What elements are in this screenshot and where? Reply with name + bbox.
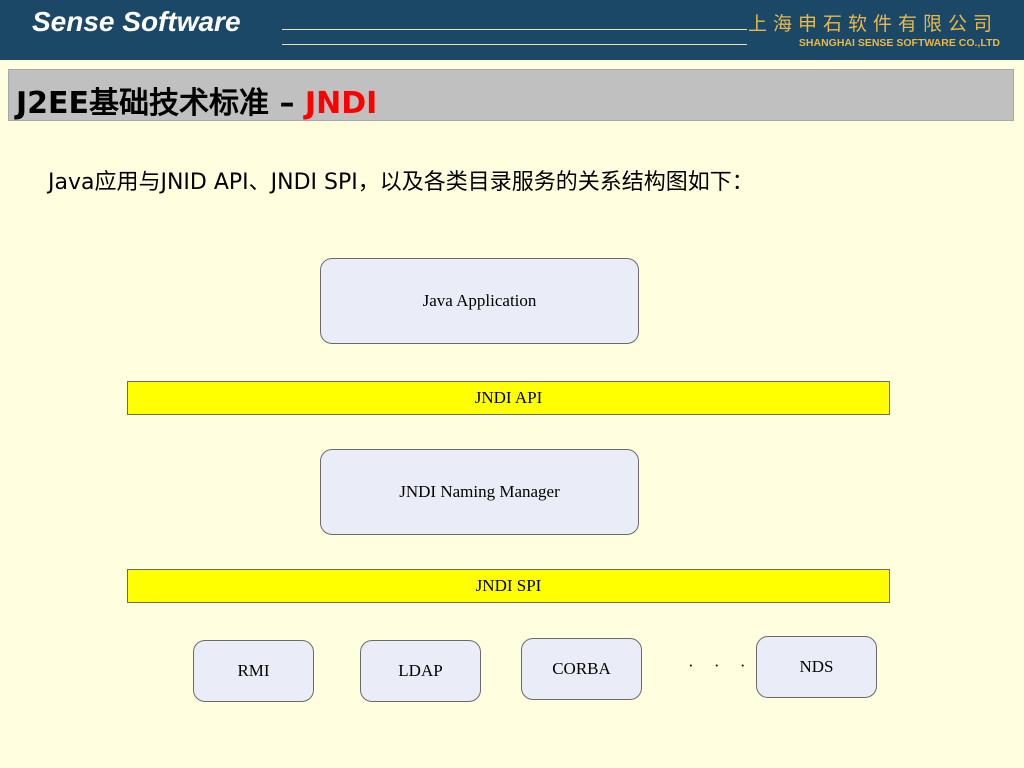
service-box-corba: CORBA: [521, 638, 642, 700]
jndi-spi-band: JNDI SPI: [127, 569, 890, 603]
intro-text: Java应用与JNID API、JNDI SPI，以及各类目录服务的关系结构图如…: [48, 170, 754, 195]
jndi-api-band: JNDI API: [127, 381, 890, 415]
service-box-rmi: RMI: [193, 640, 314, 702]
company-name-en: SHANGHAI SENSE SOFTWARE CO.,LTD: [798, 37, 1000, 49]
slide-title: J2EE基础技术标准 – JNDI: [16, 78, 377, 122]
company-name-cn: 上海申石软件有限公司: [747, 13, 998, 35]
service-box-ldap: LDAP: [360, 640, 481, 702]
title-prefix: J2EE基础技术标准 –: [16, 86, 305, 121]
header-rule-bottom: [282, 44, 747, 45]
header-bar: [0, 0, 1024, 60]
service-box-nds: NDS: [756, 636, 877, 698]
header-rule-top: [282, 29, 747, 30]
brand-logo-text: Sense Software: [32, 6, 241, 37]
title-bar: [8, 69, 1014, 121]
title-accent: JNDI: [304, 86, 378, 121]
java-application-box: Java Application: [320, 258, 639, 344]
more-services-ellipsis: · · ·: [688, 656, 754, 675]
naming-manager-box: JNDI Naming Manager: [320, 449, 639, 535]
